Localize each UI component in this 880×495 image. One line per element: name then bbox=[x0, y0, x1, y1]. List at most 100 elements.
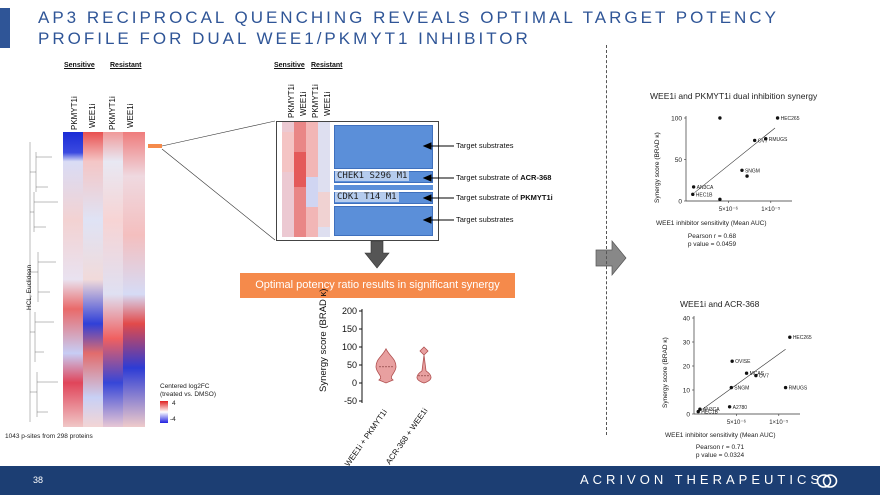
label-target-substrates-bottom: Target substrates bbox=[456, 215, 514, 224]
heatmap-footnote: 1043 p-sites from 298 proteins bbox=[5, 433, 93, 440]
violin-ytick-label: 50 bbox=[347, 360, 357, 370]
scatter-point bbox=[718, 116, 722, 120]
scatter-ytick-label: 30 bbox=[683, 340, 691, 347]
label-pkmyt1-name: PKMYT1i bbox=[520, 193, 553, 202]
scatter-point-label: AN3CA bbox=[697, 185, 714, 191]
scatter-ytick-label: 100 bbox=[671, 116, 682, 123]
zoom-col-label: PKMYT1i bbox=[287, 84, 296, 118]
down-arrow-icon bbox=[364, 241, 390, 269]
scatter-point bbox=[730, 359, 734, 363]
chart2-pearson: Pearson r = 0.71 bbox=[695, 444, 745, 451]
heatmap-col-label: WEE1i bbox=[88, 103, 97, 128]
scatter-point bbox=[788, 335, 792, 339]
scatter-point-label: HEC265 bbox=[793, 335, 812, 341]
target-substrates-block-top bbox=[334, 125, 433, 169]
violin-ytick-label: 150 bbox=[342, 324, 357, 334]
chart1-ylabel: Synergy score (BRAD κ) bbox=[654, 132, 661, 203]
chek1-row-label: CHEK1 S296 M1 bbox=[335, 171, 410, 181]
violin-chart: 200 150 100 50 0 -50 bbox=[342, 306, 432, 406]
label-target-substrates-top: Target substrates bbox=[456, 141, 514, 150]
legend-subtitle: (treated vs. DMSO) bbox=[160, 391, 216, 398]
chart1-xlabel: WEE1 inhibitor sensitivity (Mean AUC) bbox=[656, 220, 767, 227]
target-substrates-block-bottom bbox=[334, 206, 433, 236]
violin-ytick-label: 0 bbox=[352, 378, 357, 388]
violin-ytick-label: 200 bbox=[342, 306, 357, 316]
scatter-xtick-label: 5×10⁻⁶ bbox=[719, 206, 739, 213]
zoom-sensitive-label: Sensitive bbox=[274, 62, 305, 69]
scatter-point bbox=[729, 385, 734, 390]
zoom-marker bbox=[148, 144, 162, 148]
label-pkmyt1-prefix: Target substrate of bbox=[456, 193, 521, 202]
scatter-point-label: SNGM bbox=[734, 386, 749, 392]
zoom-connector bbox=[161, 120, 276, 241]
chart2-title: WEE1i and ACR-368 bbox=[680, 299, 760, 309]
violin-ytick-label: 100 bbox=[342, 342, 357, 352]
page-number: 38 bbox=[33, 475, 44, 485]
scatter-ytick-label: 0 bbox=[686, 412, 690, 419]
scatter-point-label: HEC265 bbox=[781, 116, 800, 122]
scatter-point-label: OV7 bbox=[758, 138, 768, 144]
scatter-xtick-label: 1×10⁻⁵ bbox=[769, 419, 789, 426]
scatter-point-label: OVISE bbox=[735, 359, 751, 365]
scatter-xtick-label: 1×10⁻⁵ bbox=[761, 206, 781, 213]
synergy-banner: Optimal potency ratio results in signifi… bbox=[240, 273, 515, 298]
scatter-point bbox=[698, 407, 702, 411]
chart2-ylabel: Synergy score (BRAD κ) bbox=[662, 337, 669, 408]
scatter-point-label: RMUGS bbox=[769, 137, 788, 143]
violin-shape bbox=[416, 346, 432, 384]
heatmap-resistant-label: Resistant bbox=[110, 62, 142, 69]
scatter-chart-2: 4030201005×10⁻⁶1×10⁻⁵HEC265OVISEMCASOV7R… bbox=[683, 316, 812, 427]
chart1-pearson: Pearson r = 0.68 bbox=[687, 233, 737, 240]
scatter-point-label: MCAS bbox=[750, 371, 765, 377]
scatter-ytick-label: 50 bbox=[675, 157, 683, 164]
legend-max: 4 bbox=[172, 400, 176, 407]
right-arrow-icon bbox=[595, 240, 627, 276]
scatter-point-label: SNGM bbox=[745, 168, 760, 174]
scatter-point-label: HEC1B bbox=[696, 192, 713, 198]
violin-ylabel: Synergy score (BRAD κ) bbox=[318, 288, 329, 392]
violin-category-label: WEE1i + PKMYT1i bbox=[343, 407, 390, 469]
legend-min: -4 bbox=[170, 416, 176, 423]
zoom-col-label: PKMYT1i bbox=[311, 84, 320, 118]
scatter-point-label: A2780 bbox=[733, 405, 748, 411]
scatter-ytick-label: 20 bbox=[683, 364, 691, 371]
violin-category-label: ACR-368 + WEE1i bbox=[384, 406, 430, 467]
scatter-point bbox=[691, 192, 695, 197]
brand-name: ACRIVON THERAPEUTICS bbox=[580, 472, 824, 487]
chart2-xlabel: WEE1 inhibitor sensitivity (Mean AUC) bbox=[665, 432, 776, 439]
scatter-point bbox=[775, 116, 780, 120]
zoom-col-label: WEE1i bbox=[299, 91, 308, 116]
separator-block bbox=[334, 185, 433, 190]
scatter-point-label: HEC1B bbox=[701, 410, 718, 416]
scatter-point bbox=[745, 174, 749, 178]
scatter-ytick-label: 40 bbox=[683, 316, 691, 323]
heatmap-y-label: HCL, Euclidean bbox=[26, 264, 33, 310]
scatter-ytick-label: 10 bbox=[683, 388, 691, 395]
scatter-point bbox=[754, 373, 758, 378]
title-accent-bar bbox=[0, 8, 10, 48]
heatmap-sensitive-label: Sensitive bbox=[64, 62, 95, 69]
scatter-fit-line bbox=[702, 348, 786, 410]
heatmap bbox=[29, 132, 145, 427]
chart1-pvalue: p value = 0.0459 bbox=[687, 241, 737, 248]
zoom-resistant-label: Resistant bbox=[311, 62, 343, 69]
violin-ytick-label: -50 bbox=[344, 396, 357, 406]
scatter-ytick-label: 0 bbox=[678, 199, 682, 206]
slide-title: AP3 RECIPROCAL QUENCHING REVEALS OPTIMAL… bbox=[38, 8, 779, 48]
scatter-point-label: OV7 bbox=[759, 374, 769, 380]
heatmap-col-label: WEE1i bbox=[126, 103, 135, 128]
zoom-col-label: WEE1i bbox=[323, 91, 332, 116]
scatter-point bbox=[740, 168, 744, 172]
violin-shape bbox=[375, 347, 397, 384]
scatter-point bbox=[727, 405, 732, 409]
scatter-point-label: AN3CA bbox=[703, 407, 720, 413]
scatter-point bbox=[752, 138, 757, 143]
scatter-xtick-label: 5×10⁻⁶ bbox=[727, 419, 747, 426]
zoom-heatmap bbox=[282, 122, 330, 237]
label-acr-name: ACR-368 bbox=[520, 173, 552, 182]
scatter-point bbox=[744, 371, 749, 375]
scatter-fit-line bbox=[694, 127, 776, 193]
scatter-point bbox=[691, 185, 696, 189]
legend-colorbar bbox=[160, 401, 168, 423]
